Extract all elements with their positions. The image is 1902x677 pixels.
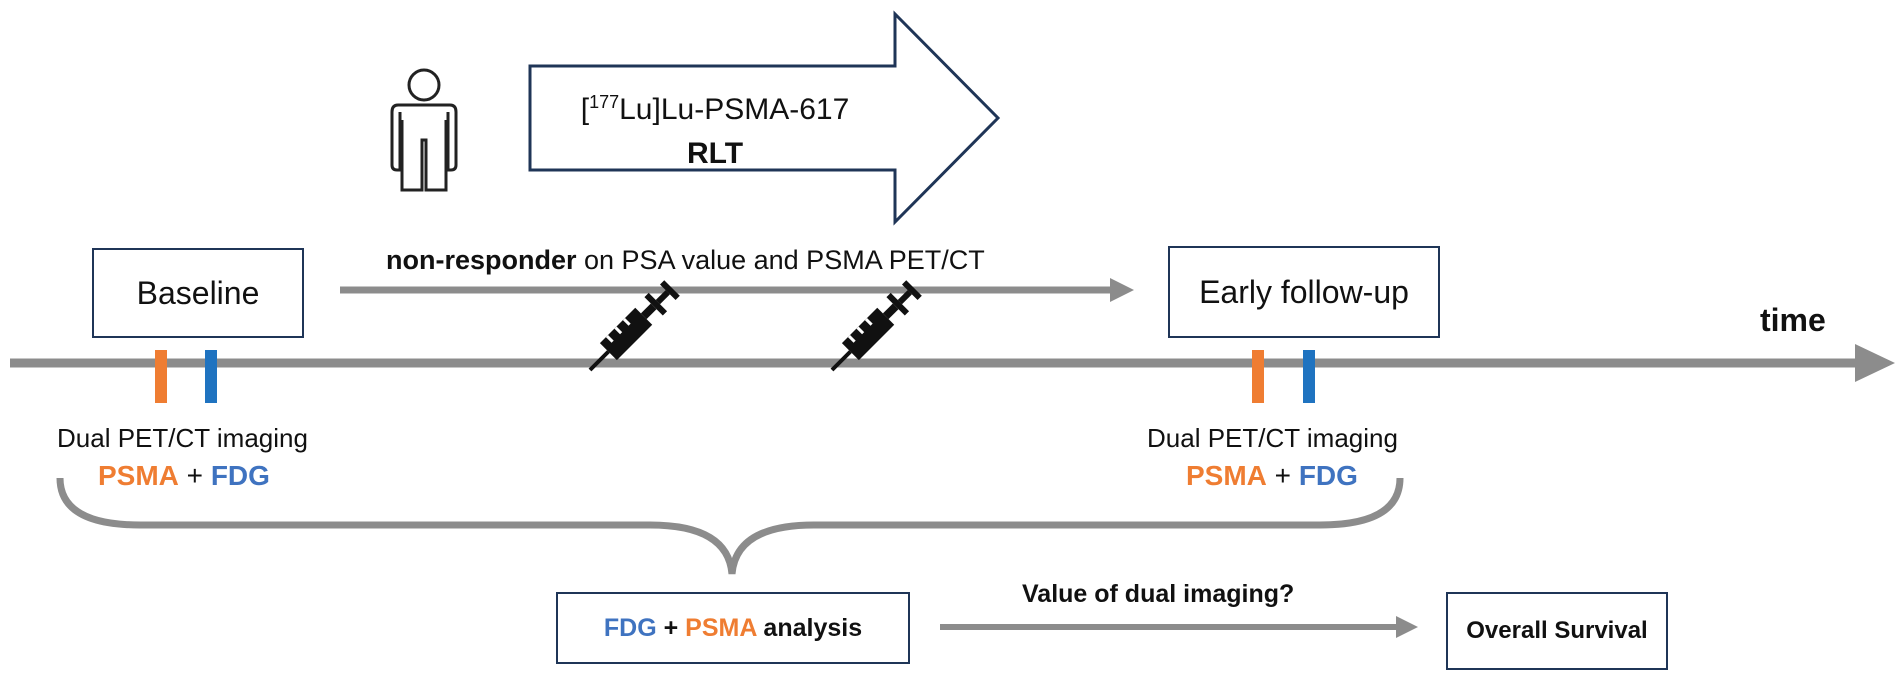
overall-survival-label: Overall Survival [1466,617,1648,644]
isotope-mass: 177 [589,92,620,112]
rlt-label: RLT [686,137,744,170]
time-axis-arrow [10,344,1895,382]
overall-survival-box: Overall Survival [1446,592,1668,670]
baseline-fdg-marker [205,350,217,403]
dual-imaging-question: Value of dual imaging? [1022,580,1295,608]
responder-text: non-responder on PSA value and PSMA PET/… [386,245,985,275]
patient-icon [390,68,458,192]
baseline-psma-marker [155,350,167,403]
survival-arrow [940,616,1418,638]
followup-fdg-marker [1303,350,1315,403]
syringe-icon [588,280,680,372]
followup-imaging-caption: Dual PET/CT imaging [1147,423,1398,453]
time-label: time [1760,302,1826,338]
therapy-label: [177Lu]Lu-PSMA-617 RLT [530,80,900,176]
baseline-tracers: PSMA + FDG [98,460,270,491]
analysis-box: FDG + PSMA analysis [556,592,910,664]
followup-tracers: PSMA + FDG [1186,460,1358,491]
baseline-imaging-caption: Dual PET/CT imaging [57,423,308,453]
brace-connector [56,477,1404,575]
followup-box: Early follow-up [1168,246,1440,338]
followup-label: Early follow-up [1199,273,1409,310]
followup-psma-marker [1252,350,1264,403]
baseline-label: Baseline [136,274,260,311]
responder-arrow [340,278,1134,302]
baseline-box: Baseline [92,248,304,338]
syringe-icon [830,280,922,372]
drug-name: [177Lu]Lu-PSMA-617 [580,92,850,126]
therapy-arrow [528,10,1001,226]
